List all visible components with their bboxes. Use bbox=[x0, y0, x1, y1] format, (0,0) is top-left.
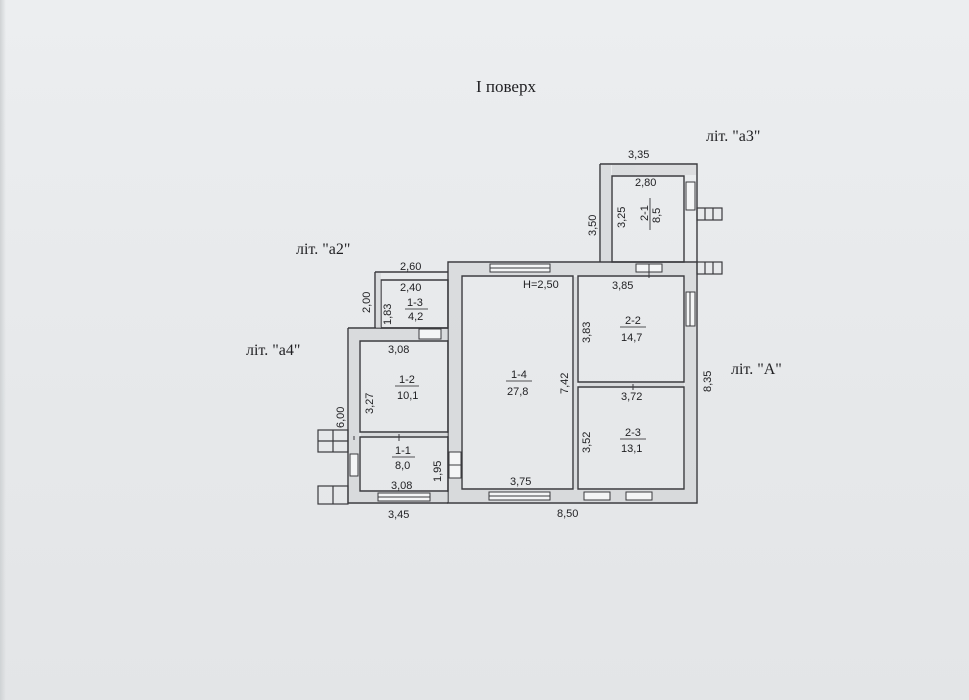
lit-label-a3: літ. "а3" bbox=[706, 128, 760, 145]
dim-a3-outer-height: 3,50 bbox=[587, 215, 599, 236]
window-a3-right bbox=[685, 181, 696, 211]
room-2-3-walls bbox=[577, 386, 685, 490]
floor-title: I поверх bbox=[476, 77, 536, 96]
room-area-2-2: 14,7 bbox=[621, 332, 642, 344]
room-number-1-4: 1-4 bbox=[511, 369, 527, 381]
openings bbox=[349, 181, 696, 502]
room-2-1-walls bbox=[611, 175, 685, 263]
dim-a2-inner-width: 2,40 bbox=[400, 282, 421, 294]
ceiling-height-label: Н=2,50 bbox=[523, 279, 559, 291]
dim-a2-outer-height: 2,00 bbox=[361, 292, 373, 313]
lit-label-a2: літ. "а2" bbox=[296, 241, 350, 258]
room-number-2-1: 2-1 bbox=[639, 205, 651, 221]
porch-left bbox=[317, 429, 349, 505]
room-area-1-4: 27,8 bbox=[507, 386, 528, 398]
dim-a2-outer-width: 2,60 bbox=[400, 261, 421, 273]
lit-label-A: літ. "А" bbox=[731, 361, 782, 378]
room-area-2-1: 8,5 bbox=[651, 208, 663, 223]
dim-a3-outer-width: 3,35 bbox=[628, 149, 649, 161]
dim-room-1-1-width: 3,08 bbox=[391, 480, 412, 492]
lit-label-a4: літ. "а4" bbox=[246, 342, 300, 359]
room-1-2-walls bbox=[359, 340, 449, 433]
dim-a4-outer-width: 3,45 bbox=[388, 509, 409, 521]
dim-a4-outer-height: 6,00 bbox=[335, 407, 347, 428]
room-1-4-walls bbox=[461, 275, 574, 490]
dim-room-1-2-height: 3,27 bbox=[364, 393, 376, 414]
dim-room-1-4-width: 3,75 bbox=[510, 476, 531, 488]
dim-a3-inner-width: 2,80 bbox=[635, 177, 656, 189]
door-1-3 bbox=[418, 328, 442, 340]
dim-room-2-3-width: 3,72 bbox=[621, 391, 642, 403]
dim-room-2-2-width: 3,85 bbox=[612, 280, 633, 292]
room-number-1-3: 1-3 bbox=[407, 297, 423, 309]
dim-a2-inner-height: 1,83 bbox=[382, 304, 394, 325]
room-area-1-1: 8,0 bbox=[395, 460, 410, 472]
room-number-1-2: 1-2 bbox=[399, 374, 415, 386]
dim-room-1-2-width: 3,08 bbox=[388, 344, 409, 356]
room-number-2-3: 2-3 bbox=[625, 427, 641, 439]
paper-edge-shadow bbox=[0, 0, 6, 700]
dim-main-width: 8,50 bbox=[557, 508, 578, 520]
dim-a3-inner-height: 3,25 bbox=[616, 207, 628, 228]
dim-main-height: 8,35 bbox=[702, 371, 714, 392]
porch-right bbox=[696, 207, 723, 275]
window-bottom-2 bbox=[583, 491, 611, 501]
room-number-2-2: 2-2 bbox=[625, 315, 641, 327]
a3-outer-wall bbox=[600, 163, 698, 262]
dim-room-1-4-height: 7,42 bbox=[559, 373, 571, 394]
dim-room-1-1-height: 1,95 bbox=[432, 461, 444, 482]
room-area-1-2: 10,1 bbox=[397, 390, 418, 402]
dim-room-2-2-height: 3,83 bbox=[581, 322, 593, 343]
door-ticks bbox=[353, 272, 650, 441]
room-area-1-3: 4,2 bbox=[408, 311, 423, 323]
dim-room-2-3-height: 3,52 bbox=[581, 432, 593, 453]
window-bottom-3 bbox=[625, 491, 653, 501]
room-1-1-walls bbox=[359, 436, 449, 492]
room-area-2-3: 13,1 bbox=[621, 443, 642, 455]
window-left-1-1 bbox=[349, 453, 359, 477]
room-number-1-1: 1-1 bbox=[395, 445, 411, 457]
